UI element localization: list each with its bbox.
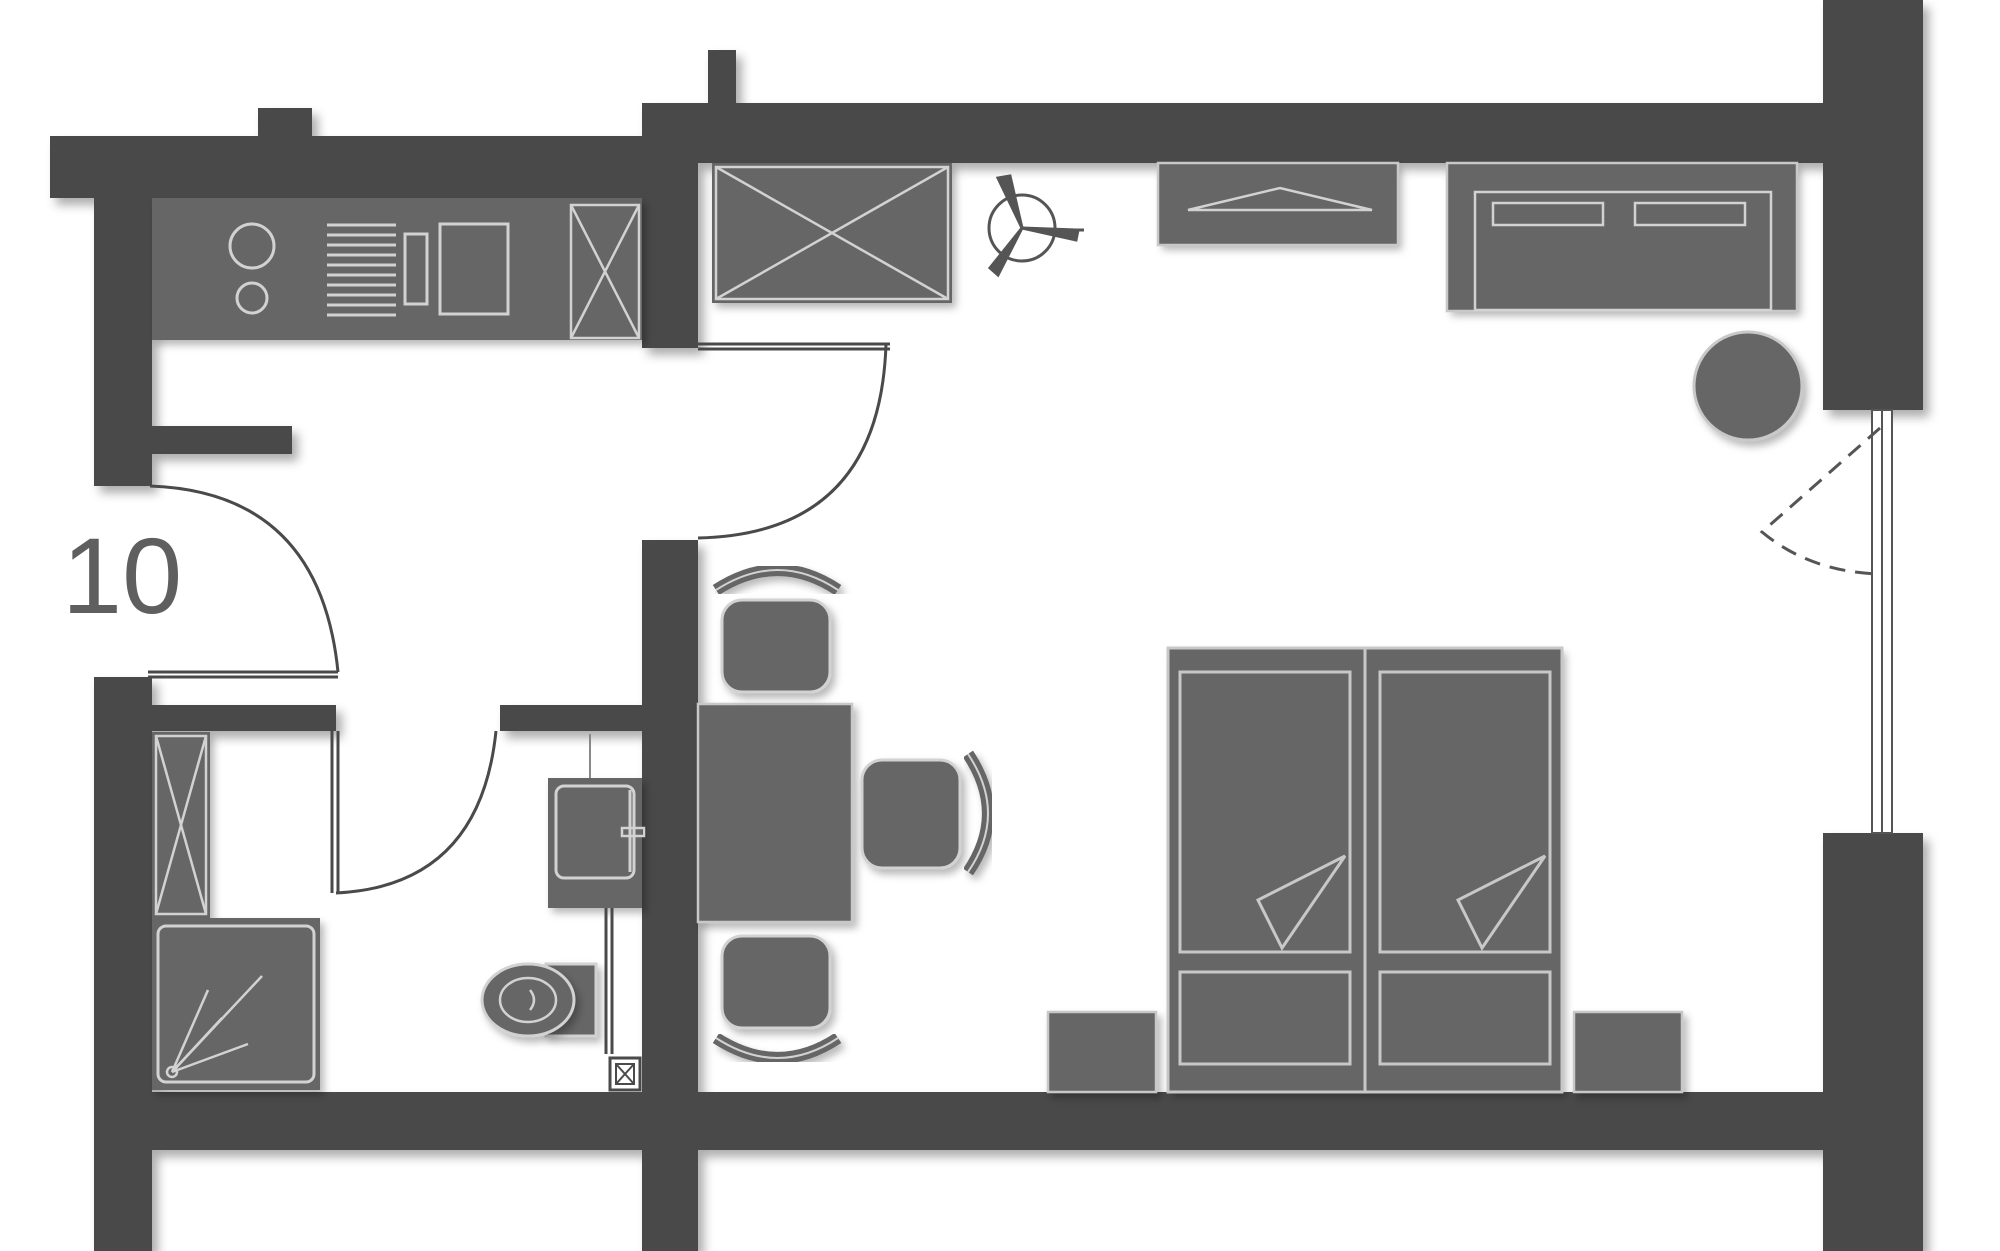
wall-main-top xyxy=(642,103,1825,163)
wall-left-stub xyxy=(148,426,292,454)
bathroom xyxy=(152,732,646,1092)
nightstand-left xyxy=(1046,1010,1158,1094)
room-number: 10 xyxy=(62,515,183,636)
wall-left-lower xyxy=(94,677,152,1251)
tv-stand xyxy=(1156,161,1400,247)
bath-door-swing xyxy=(335,730,498,895)
wall-main-top-notch xyxy=(708,50,736,110)
wall-left-upper xyxy=(94,136,152,486)
entry-door-swing xyxy=(149,484,340,673)
wall-bottom xyxy=(94,1092,1923,1150)
window xyxy=(1759,409,1893,834)
room-door-swing xyxy=(697,343,888,540)
closet-unit xyxy=(712,163,952,303)
wall-bath-top-right xyxy=(500,705,646,731)
bed-icon xyxy=(1166,646,1564,1094)
storage-cabinet xyxy=(152,732,210,918)
washbasin-icon xyxy=(548,734,646,908)
kitchen-counter xyxy=(152,198,642,340)
fridge-icon xyxy=(569,203,641,340)
wall-kitchen-top-notch xyxy=(258,108,312,140)
sofa-bed xyxy=(1445,161,1799,313)
floor-drain-icon xyxy=(608,1056,642,1092)
sink-icon xyxy=(403,222,510,316)
wall-bath-top-left xyxy=(148,705,336,731)
doors xyxy=(148,342,890,895)
wall-right-lower xyxy=(1823,833,1923,1251)
nightstand-right xyxy=(1572,1010,1684,1094)
wall-partition-upper xyxy=(642,103,698,348)
drainboard-icon xyxy=(327,223,396,317)
round-side-table xyxy=(1692,330,1804,442)
toilet-icon xyxy=(480,962,598,1038)
dining-table xyxy=(696,702,854,924)
fan-icon xyxy=(987,174,1084,278)
walls xyxy=(50,0,1923,1251)
stove-icon xyxy=(228,222,276,315)
chair-icon xyxy=(712,564,994,1064)
counter-top xyxy=(152,198,642,340)
wall-right-upper xyxy=(1823,0,1923,410)
shower-icon xyxy=(152,918,320,1090)
